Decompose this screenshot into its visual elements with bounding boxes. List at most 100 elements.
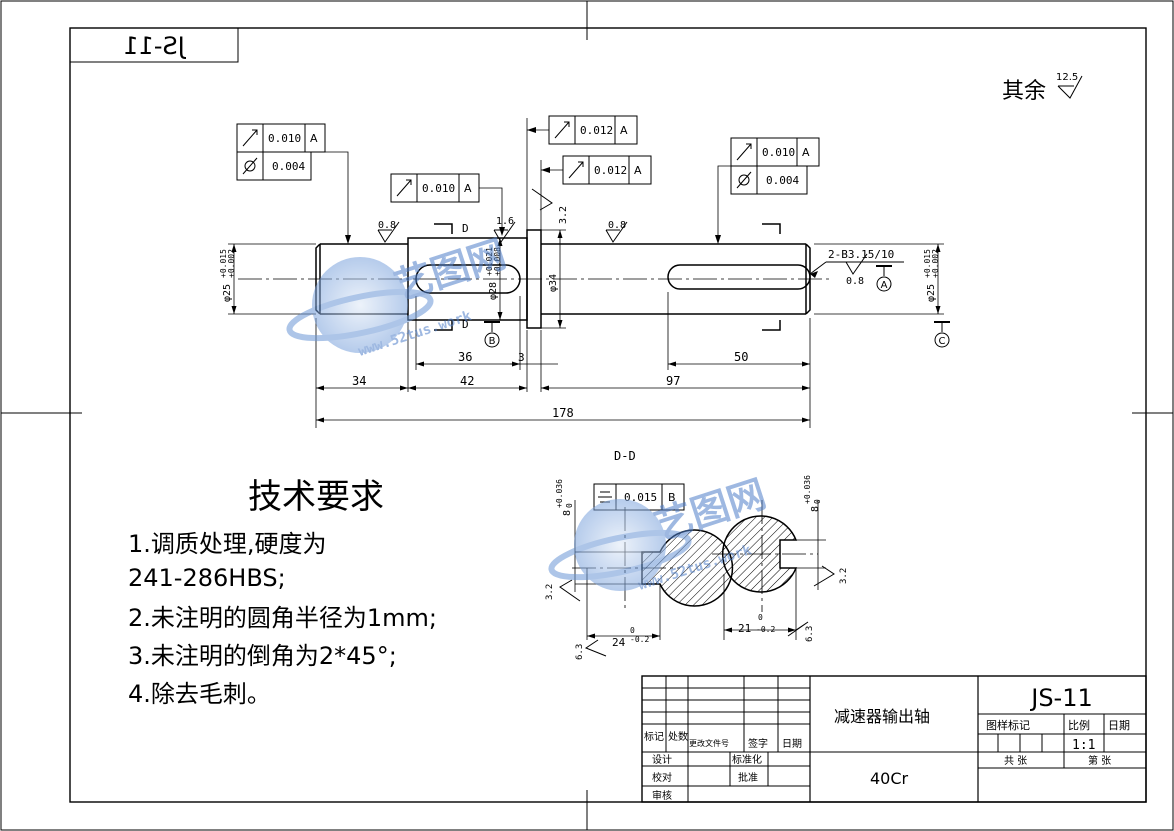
svg-text:A: A bbox=[464, 182, 472, 195]
tech-requirements: 技术要求 1.调质处理,硬度为 241-286HBS; 2.未注明的圆角半径为1… bbox=[128, 477, 437, 708]
hdr-date: 日期 bbox=[1108, 719, 1130, 732]
section-cut-marks bbox=[434, 223, 781, 331]
center-hole-note: 2-B3.15/10 bbox=[809, 248, 904, 278]
svg-text:+0.015: +0.015 bbox=[923, 249, 932, 278]
svg-text:A: A bbox=[634, 164, 642, 177]
ra-end: 0.8 bbox=[846, 276, 864, 287]
tech-item-2: 2.未注明的圆角半径为1mm; bbox=[128, 604, 437, 632]
dimension-lines bbox=[228, 229, 944, 428]
datum-b: B bbox=[489, 336, 496, 347]
svg-text:36: 36 bbox=[458, 350, 472, 364]
svg-text:φ28: φ28 bbox=[488, 282, 499, 300]
svg-text:+0.008: +0.008 bbox=[493, 247, 502, 276]
tech-item-3: 3.未注明的倒角为2*45°; bbox=[128, 642, 397, 670]
general-roughness-note: 其余 12.5 bbox=[1002, 72, 1083, 104]
svg-text:8: 8 bbox=[810, 506, 821, 512]
role-check: 校对 bbox=[652, 771, 672, 784]
role-approve: 批准 bbox=[738, 771, 758, 784]
datum-c: C bbox=[939, 336, 946, 347]
role-design: 设计 bbox=[652, 753, 672, 766]
ra-collar: 3.2 bbox=[558, 206, 569, 224]
sheet-total: 共 张 bbox=[1004, 755, 1027, 767]
svg-text:3.2: 3.2 bbox=[839, 568, 849, 584]
svg-text:-0.2: -0.2 bbox=[630, 635, 649, 644]
tolerance-frame-right: 0.010 A 0.004 bbox=[715, 137, 820, 244]
drawing-code: JS-11 bbox=[1029, 684, 1093, 712]
hdr-ratio: 比例 bbox=[1068, 718, 1090, 732]
svg-text:6.3: 6.3 bbox=[575, 644, 585, 660]
cut-label-bottom: D bbox=[462, 318, 469, 331]
datum-a: A bbox=[881, 280, 888, 291]
svg-text:+0.036: +0.036 bbox=[803, 475, 812, 504]
svg-text:φ34: φ34 bbox=[548, 274, 559, 292]
svg-text:8: 8 bbox=[562, 510, 573, 516]
svg-text:φ25: φ25 bbox=[926, 284, 937, 302]
tech-item-4: 4.除去毛刺。 bbox=[128, 680, 271, 708]
svg-text:0: 0 bbox=[565, 503, 574, 508]
svg-text:2-B3.15/10: 2-B3.15/10 bbox=[828, 248, 894, 261]
svg-text:50: 50 bbox=[734, 350, 748, 364]
rev-header-mark: 标记 bbox=[644, 731, 664, 743]
svg-text:0.010: 0.010 bbox=[268, 132, 301, 145]
svg-text:0.012: 0.012 bbox=[580, 124, 613, 137]
svg-text:3: 3 bbox=[518, 351, 525, 364]
svg-text:JS-11: JS-11 bbox=[123, 32, 187, 60]
svg-text:0: 0 bbox=[813, 499, 822, 504]
section-view-right: 21 -0.2 0 8 +0.036 0 3.2 6.3 bbox=[722, 475, 849, 642]
svg-text:-0.2: -0.2 bbox=[756, 625, 775, 634]
svg-text:178: 178 bbox=[552, 406, 574, 420]
rev-header-date: 日期 bbox=[782, 738, 802, 750]
svg-text:0: 0 bbox=[630, 626, 635, 635]
tolerance-frame-mid: 0.010 A bbox=[390, 173, 505, 236]
tolerance-frame-left: 0.010 A 0.004 bbox=[236, 123, 351, 244]
ratio-value: 1:1 bbox=[1072, 738, 1095, 753]
ra-right: 0.8 bbox=[608, 220, 626, 231]
role-standard: 标准化 bbox=[732, 753, 762, 766]
svg-text:24: 24 bbox=[612, 636, 626, 649]
svg-text:φ25: φ25 bbox=[222, 284, 233, 302]
svg-text:0.004: 0.004 bbox=[272, 160, 305, 173]
tolerance-frame-shoulder-a: 0.012 A bbox=[526, 115, 638, 230]
rev-header-sign: 签字 bbox=[748, 737, 768, 750]
title-block-texts: 标记 处数 更改文件号 签字 日期 设计 标准化 校对 批准 审核 减速器输出轴… bbox=[644, 684, 1130, 802]
title-block bbox=[641, 675, 1147, 803]
hdr-mark: 图样标记 bbox=[986, 718, 1030, 732]
svg-text:其余: 其余 bbox=[1002, 79, 1046, 104]
svg-text:A: A bbox=[802, 146, 810, 159]
svg-text:0.010: 0.010 bbox=[422, 182, 455, 195]
sheet-number: 第 张 bbox=[1088, 754, 1111, 767]
role-review: 审核 bbox=[652, 789, 672, 802]
ra-shoulder: 1.6 bbox=[496, 216, 514, 227]
svg-text:0.010: 0.010 bbox=[762, 146, 795, 159]
svg-text:A: A bbox=[620, 124, 628, 137]
dimension-texts: 34 42 3 36 50 97 178 bbox=[352, 350, 748, 420]
svg-text:A: A bbox=[310, 132, 318, 145]
rev-header-doc: 更改文件号 bbox=[689, 738, 729, 748]
tech-item-1: 1.调质处理,硬度为 bbox=[128, 530, 327, 558]
svg-text:+0.021: +0.021 bbox=[485, 247, 494, 276]
svg-text:B: B bbox=[668, 491, 676, 504]
section-title: D-D bbox=[614, 449, 636, 463]
part-name: 减速器输出轴 bbox=[834, 707, 930, 726]
rev-header-count: 处数 bbox=[668, 730, 688, 743]
svg-text:42: 42 bbox=[460, 374, 474, 388]
svg-text:+0.036: +0.036 bbox=[555, 479, 564, 508]
dimension-arrows bbox=[231, 230, 941, 423]
svg-text:+0.015: +0.015 bbox=[219, 249, 228, 278]
ra-left: 0.8 bbox=[378, 220, 396, 231]
svg-text:12.5: 12.5 bbox=[1056, 72, 1078, 83]
tech-item-1b: 241-286HBS; bbox=[128, 564, 286, 592]
svg-text:0: 0 bbox=[758, 613, 763, 622]
svg-text:+0.002: +0.002 bbox=[227, 249, 236, 278]
svg-text:97: 97 bbox=[666, 374, 680, 388]
material: 40Cr bbox=[870, 769, 909, 788]
tolerance-frame-shoulder-b: 0.012 A bbox=[540, 155, 652, 230]
drawing-number-mirrored: JS-11 bbox=[69, 27, 239, 63]
svg-text:0.004: 0.004 bbox=[766, 174, 799, 187]
datum-symbols bbox=[484, 265, 950, 348]
diameter-labels: φ25 +0.015 +0.002 φ28 +0.021 +0.008 φ34 … bbox=[219, 247, 940, 302]
tech-title: 技术要求 bbox=[248, 477, 384, 517]
svg-text:+0.002: +0.002 bbox=[931, 249, 940, 278]
